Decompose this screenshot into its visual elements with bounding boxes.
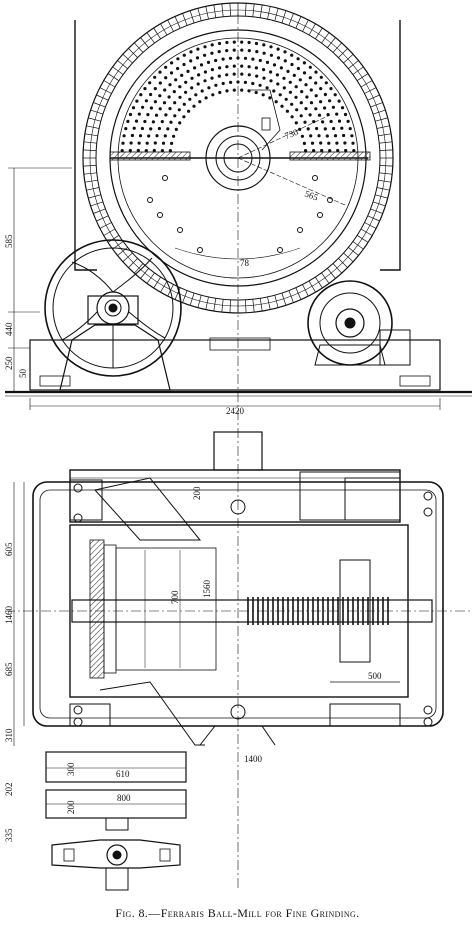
pulley-rim-upper (45, 751, 187, 783)
foundation-base (29, 339, 441, 391)
dim-700: 700 (170, 590, 180, 604)
drive-pulley (44, 239, 182, 377)
dim-335: 335 (4, 828, 14, 842)
dim-200-lower: 200 (66, 800, 76, 814)
elevation-view (5, 2, 472, 890)
dim-565-radius: 565 (303, 188, 320, 202)
dim-800: 800 (117, 793, 131, 803)
dim-440: 440 (4, 322, 14, 336)
dim-585: 585 (4, 234, 14, 248)
dim-685: 685 (4, 662, 14, 676)
elevation-dim-labels: 730 565 78 585 440 250 50 2420 (4, 127, 320, 416)
dim-78: 78 (240, 258, 250, 268)
frame-housing (74, 20, 401, 271)
bolt-holes (147, 175, 333, 253)
figure-caption: Fig. 8.—Ferraris Ball-Mill for Fine Grin… (115, 906, 360, 920)
dim-310: 310 (4, 728, 14, 742)
dim-2420: 2420 (226, 406, 245, 416)
dim-300: 300 (66, 762, 76, 776)
perforated-plate (120, 40, 356, 153)
dim-500: 500 (368, 671, 382, 681)
dim-610: 610 (116, 769, 130, 779)
dim-1560: 1560 (202, 580, 212, 599)
dim-202: 202 (4, 783, 14, 797)
bearing-pedestal (59, 324, 171, 391)
dim-250: 250 (4, 356, 14, 370)
dim-605: 605 (4, 542, 14, 556)
plan-dim-labels: 200 605 1460 685 700 1560 500 310 1400 3… (4, 486, 382, 842)
dim-1460: 1460 (4, 606, 14, 625)
dim-200: 200 (192, 486, 202, 500)
drum-end-section (89, 539, 105, 679)
outboard-bearing (51, 839, 181, 869)
dim-730: 730 (283, 127, 300, 141)
dim-1400: 1400 (244, 754, 263, 764)
plan-view (5, 431, 470, 891)
dim-50: 50 (18, 369, 28, 379)
anchor-bolts (69, 477, 433, 727)
